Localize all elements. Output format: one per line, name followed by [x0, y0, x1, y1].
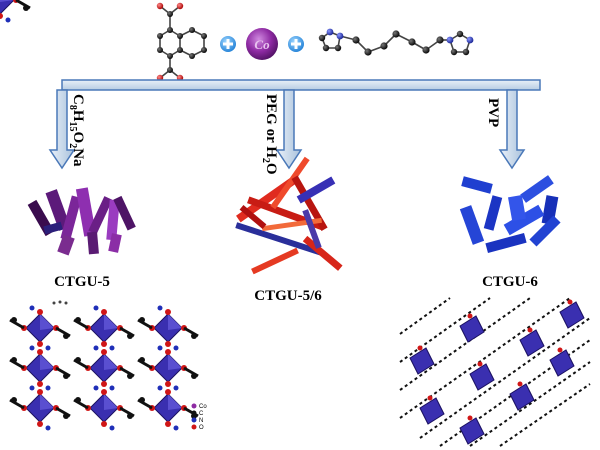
ctgu-5-crystals-image — [27, 187, 136, 256]
legend-item-n: N — [191, 417, 203, 424]
naphthalene-dicarboxylate-molecule — [156, 2, 207, 82]
ctgu-5-structure-image — [0, 0, 200, 432]
ctgu-6-label: CTGU-6 — [482, 274, 538, 290]
svg-text:C8H15O2Na: C8H15O2Na — [67, 94, 86, 167]
horizontal-distribution-bar — [61, 79, 541, 91]
legend-item-o: O — [191, 424, 204, 431]
ctgu-5-label: CTGU-5 — [54, 274, 110, 290]
svg-text:PVP: PVP — [485, 98, 501, 127]
svg-text:O: O — [199, 425, 204, 431]
legend-item-co: Co — [191, 403, 207, 410]
cobalt-symbol: Co — [254, 37, 270, 52]
plus-sign-1 — [220, 36, 236, 52]
arrow-right-branch — [498, 89, 526, 170]
svg-text:PEG or H2O: PEG or H2O — [260, 94, 279, 175]
ctgu-5-6-crystals-image — [235, 156, 343, 275]
svg-text:Co: Co — [199, 404, 207, 410]
ctgu-5-6-label: CTGU-5/6 — [254, 288, 322, 304]
atom-legend: Co C N O — [191, 403, 207, 431]
plus-sign-2 — [288, 36, 304, 52]
svg-text:C: C — [199, 411, 204, 417]
polyhedron-node — [0, 0, 31, 23]
right-additive-label: PVP — [485, 98, 501, 127]
ctgu-6-crystals-image — [459, 175, 561, 254]
middle-additive-label: PEG or H2O — [260, 94, 279, 175]
ctgu-6-structure-image — [399, 297, 591, 447]
bis-imidazole-linker-molecule — [318, 28, 474, 56]
svg-text:N: N — [199, 418, 203, 424]
arrow-middle-branch — [275, 89, 303, 170]
left-additive-label: C8H15O2Na — [67, 94, 86, 167]
arrow-left-branch — [48, 89, 76, 170]
cobalt-atom: Co — [246, 28, 278, 60]
legend-item-c: C — [191, 410, 204, 417]
